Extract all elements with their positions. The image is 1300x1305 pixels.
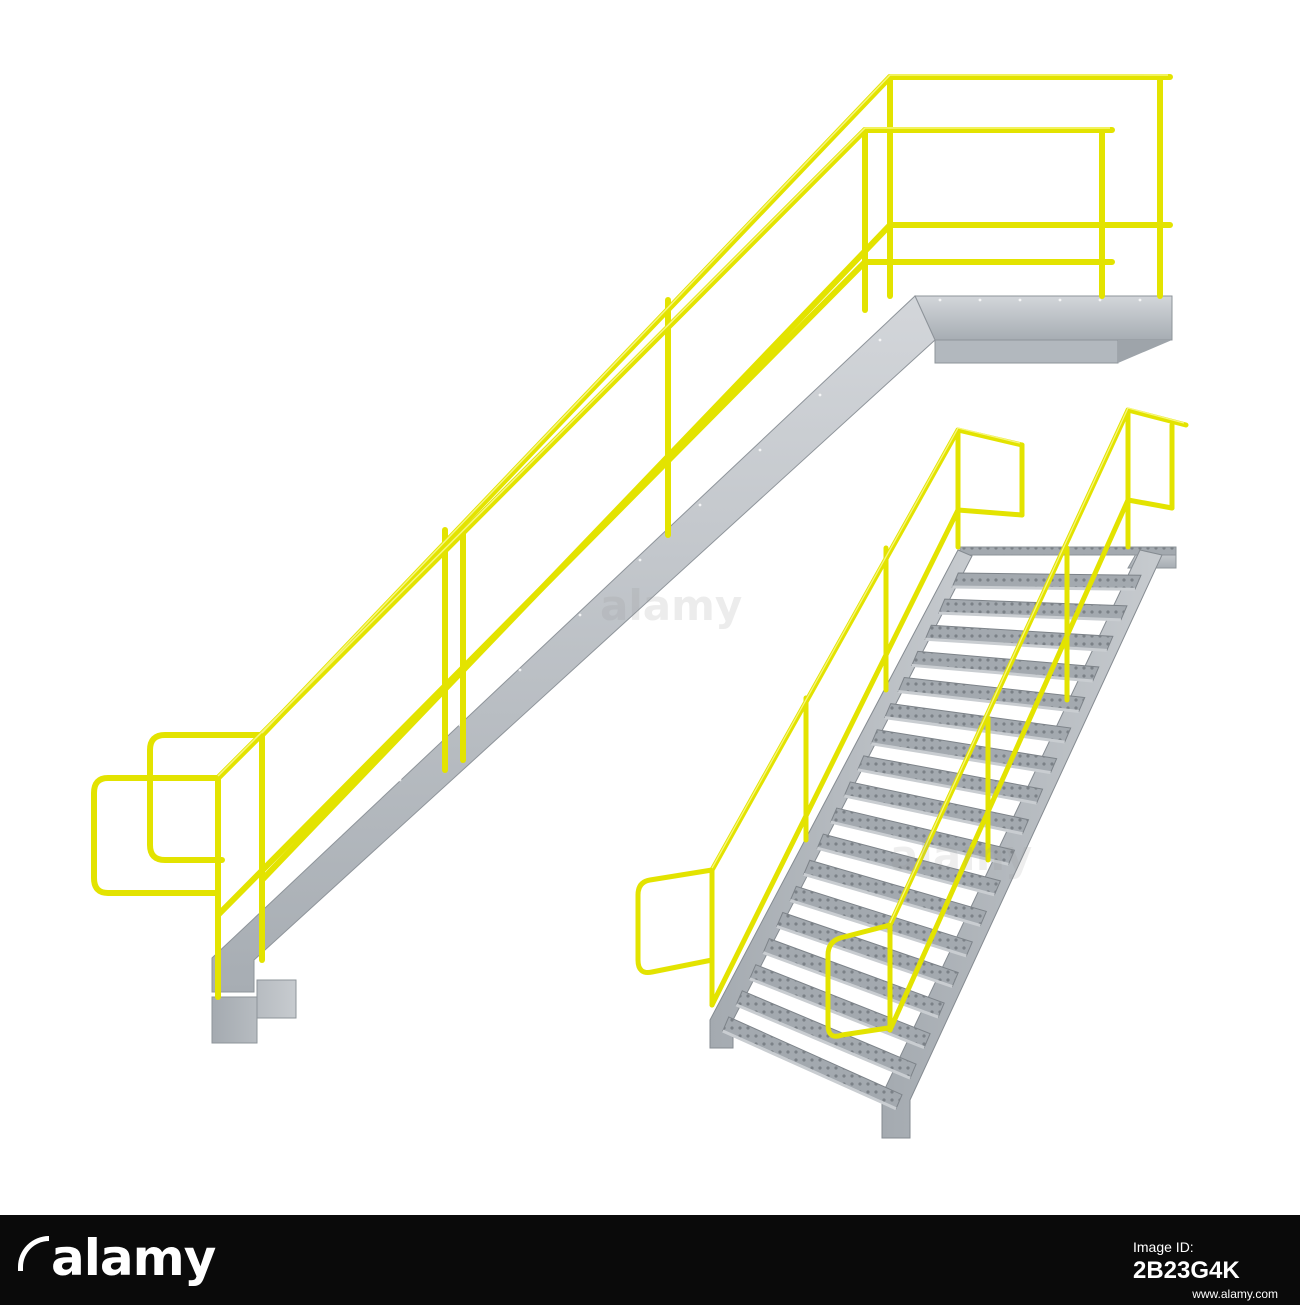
- left-stair-landing: [914, 295, 1173, 341]
- right-stair-left-stringer: [709, 549, 973, 1049]
- stairs-image: alamy alamy: [91, 74, 1189, 1139]
- brand-name: alamy: [51, 1229, 216, 1287]
- stair-tread-nosing: [762, 951, 939, 1019]
- stair-tread-nosing: [871, 742, 1051, 775]
- left-stair-foot: [211, 979, 297, 1044]
- right-stair: [635, 407, 1189, 1139]
- left-stair-handrail: [91, 74, 1173, 1000]
- stair-tread-nosing: [911, 663, 1093, 683]
- stair-tread-nosing: [898, 690, 1079, 713]
- image-id-label: Image ID:: [1133, 1239, 1194, 1255]
- brand-logo: alamy: [18, 1229, 216, 1287]
- stair-tread-nosing: [776, 925, 953, 988]
- left-stair-stringer: [211, 295, 936, 993]
- stair-tread-nosing: [857, 768, 1037, 805]
- stair-tread-nosing: [830, 820, 1009, 866]
- stair-tread-nosing: [749, 977, 925, 1050]
- image-id-value: 2B23G4K: [1133, 1257, 1240, 1284]
- stair-tread-nosing: [843, 794, 1023, 836]
- brand-swoosh-icon: [18, 1236, 49, 1271]
- stair-tread-nosing: [803, 872, 981, 927]
- stairs-illustration: alamy alamy: [91, 74, 1189, 1139]
- stair-tread-nosing: [816, 846, 995, 897]
- overlay-watermark: alamy: [890, 831, 1032, 880]
- right-stair-handrail: [635, 407, 1189, 1039]
- watermark-bar: alamy Image ID: 2B23G4K www.alamy.com: [0, 1215, 1300, 1305]
- stair-tread-nosing: [884, 716, 1065, 744]
- overlay-watermark: alamy: [600, 581, 742, 630]
- stair-tread-nosing: [722, 1029, 897, 1111]
- site-url: www.alamy.com: [1192, 1287, 1278, 1301]
- left-stair: [91, 74, 1173, 1044]
- stair-tread-nosing: [735, 1003, 911, 1080]
- stair-tread-nosing: [925, 637, 1107, 652]
